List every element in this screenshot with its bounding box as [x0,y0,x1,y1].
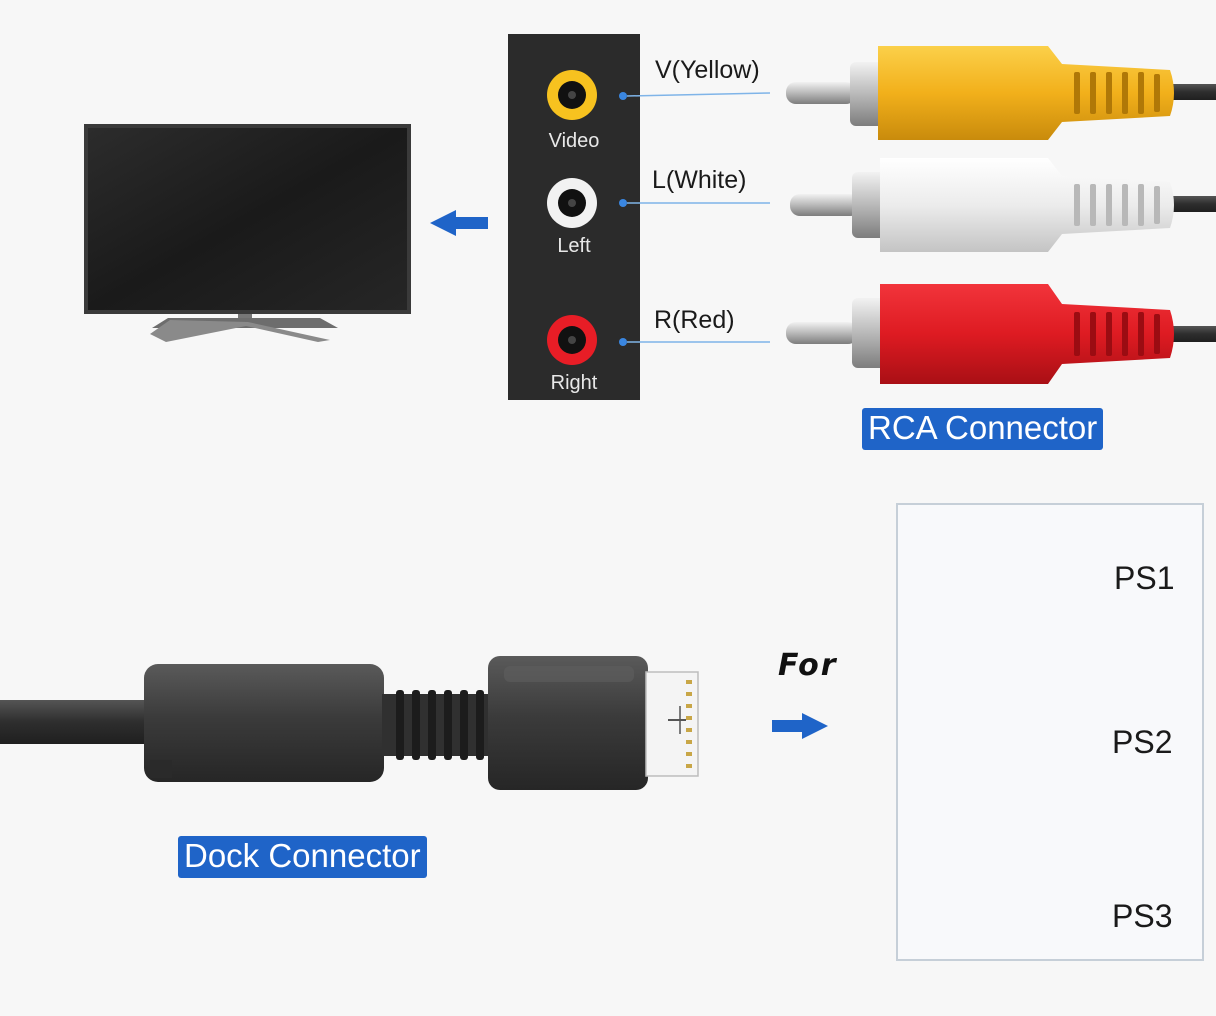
arrow-right-icon [772,713,828,739]
jack-panel [508,34,640,400]
arrow-left-icon [430,210,488,236]
compatible-consoles-box [896,503,1204,961]
ps1-label: PS1 [1114,560,1175,596]
dock-connector-icon [0,656,699,790]
right-callout-label: R(Red) [654,306,735,334]
dock-connector-badge: Dock Connector [178,836,427,878]
rca-plug-white [790,158,1216,252]
video-callout-label: V(Yellow) [655,56,760,84]
right-jack-icon [547,315,597,365]
tv-icon [84,124,411,342]
right-jack-label: Right [550,372,598,394]
video-jack-icon [547,70,597,120]
rca-plug-yellow [786,46,1216,140]
ps3-label: PS3 [1112,898,1173,934]
left-jack-icon [547,178,597,228]
ps2-label: PS2 [1112,724,1173,760]
left-callout-label: L(White) [652,166,747,194]
video-jack-label: Video [548,130,600,152]
callout-lines [626,92,771,343]
for-label: For [778,648,838,683]
rca-plug-red [786,284,1216,384]
rca-connector-badge: RCA Connector [862,408,1104,450]
left-jack-label: Left [557,235,591,257]
